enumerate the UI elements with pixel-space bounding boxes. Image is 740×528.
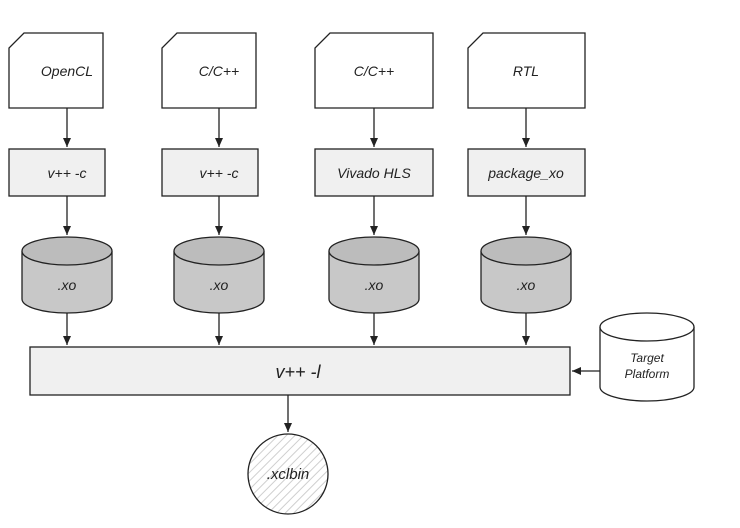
compiler-label: package_xo: [487, 165, 564, 181]
xo-label: .xo: [58, 277, 77, 293]
xo-cylinder-2: .xo: [173, 236, 265, 314]
compiler-label: v++ -c: [200, 165, 239, 181]
xo-cylinder-1: .xo: [21, 236, 113, 314]
xo-label: .xo: [517, 277, 536, 293]
linker-label: v++ -l: [275, 362, 321, 382]
linker-box: v++ -l: [29, 346, 571, 396]
xo-label: .xo: [365, 277, 384, 293]
xo-cylinder-3: .xo: [328, 236, 420, 314]
xo-cylinder-4: .xo: [480, 236, 572, 314]
compiler-box-package-xo: package_xo: [467, 148, 586, 197]
source-doc-rtl: RTL: [467, 32, 586, 109]
compiler-box-vpp-c-1: v++ -c: [8, 148, 106, 197]
target-platform-cylinder: Target Platform: [599, 312, 695, 402]
compiler-label: Vivado HLS: [337, 165, 411, 181]
target-platform-label-line1: Target: [630, 351, 664, 365]
source-doc-opencl: OpenCL: [8, 32, 104, 109]
source-label: C/C++: [354, 63, 394, 79]
xclbin-label: .xclbin: [267, 466, 310, 483]
target-platform-label-line2: Platform: [625, 367, 670, 381]
xclbin-output-circle: .xclbin: [247, 433, 329, 515]
source-label: OpenCL: [41, 63, 93, 79]
source-label: RTL: [513, 63, 539, 79]
source-label: C/C++: [199, 63, 239, 79]
source-doc-cpp-1: C/C++: [161, 32, 257, 109]
compiler-box-vivado-hls: Vivado HLS: [314, 148, 434, 197]
source-doc-cpp-2: C/C++: [314, 32, 434, 109]
compiler-label: v++ -c: [48, 165, 87, 181]
compiler-box-vpp-c-2: v++ -c: [161, 148, 259, 197]
xo-label: .xo: [210, 277, 229, 293]
